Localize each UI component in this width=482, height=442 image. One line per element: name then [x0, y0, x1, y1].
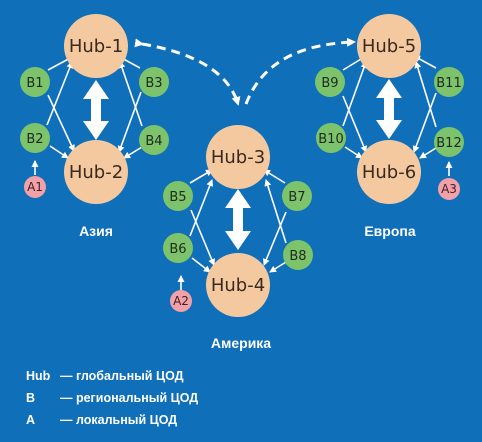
legend-key: B	[26, 391, 35, 405]
regional-node: B5	[163, 181, 193, 211]
regional-node: B9	[315, 67, 345, 97]
regional-label: B7	[288, 190, 305, 205]
regional-node: B12	[434, 127, 464, 157]
local-label: A3	[441, 182, 457, 196]
regional-node: B11	[434, 67, 464, 97]
local-node: A2	[170, 290, 192, 312]
regional-label: B11	[436, 76, 461, 91]
regional-label: B8	[289, 249, 306, 264]
regional-label: B2	[26, 132, 43, 147]
regional-node: B1	[20, 67, 50, 97]
legend-desc: — региональный ЦОД	[60, 391, 198, 405]
regional-label: B12	[436, 136, 461, 151]
link-hub5-hub6	[376, 79, 402, 139]
hub-node: Hub-4	[206, 253, 270, 317]
hub-node: Hub-1	[64, 14, 128, 78]
regional-node: B2	[20, 123, 50, 153]
hub-label: Hub-5	[362, 36, 416, 57]
regional-node: B4	[139, 125, 169, 155]
region-label-asia: Азия	[79, 223, 113, 239]
legend-key: A	[26, 413, 35, 427]
regional-label: B5	[169, 190, 186, 205]
local-label: A2	[173, 294, 189, 308]
hub-node: Hub-6	[357, 140, 421, 204]
regional-node: B3	[139, 67, 169, 97]
local-node: A1	[24, 176, 46, 198]
legend-desc: — глобальный ЦОД	[60, 369, 184, 383]
hub-label: Hub-6	[362, 162, 416, 183]
link-hub1-hub2	[83, 80, 109, 140]
legend-desc: — локальный ЦОД	[60, 413, 177, 427]
hub-node: Hub-3	[206, 125, 270, 189]
regional-label: B6	[169, 242, 186, 257]
region-label-europe: Европа	[364, 223, 416, 239]
regional-nodes: B1 B2 B3 B4 B5 B6 B7 B8 B9 B10 B11 B12	[20, 67, 464, 270]
regional-node: B6	[163, 233, 193, 263]
region-label-america: Америка	[211, 335, 271, 351]
regional-node: B7	[282, 181, 312, 211]
legend-key: Hub	[26, 369, 51, 383]
hub-node: Hub-5	[357, 14, 421, 78]
regional-label: B10	[318, 132, 343, 147]
regional-node: B10	[316, 123, 346, 153]
hub-nodes: Hub-1 Hub-2 Hub-3 Hub-4 Hub-5 Hub-6	[64, 14, 421, 317]
local-node: A3	[438, 178, 460, 200]
hub-label: Hub-3	[211, 147, 265, 168]
hub-label: Hub-2	[69, 162, 123, 183]
inter-hub-links	[134, 37, 356, 106]
hub-label: Hub-1	[69, 36, 123, 57]
local-nodes: A1 A2 A3	[24, 176, 460, 312]
legend: Hub — глобальный ЦОД B — региональный ЦО…	[26, 369, 198, 427]
regional-label: B9	[321, 76, 338, 91]
hub-node: Hub-2	[64, 140, 128, 204]
regional-node: B8	[283, 240, 313, 270]
link-hub1-hub3	[134, 38, 241, 106]
link-hub3-hub4	[225, 189, 251, 250]
regional-label: B1	[26, 76, 43, 91]
link-hub3-hub5	[244, 37, 356, 105]
hub-pair-links	[83, 79, 402, 250]
regional-label: B3	[145, 76, 162, 91]
america-links	[177, 169, 287, 290]
local-label: A1	[27, 180, 43, 194]
hub-label: Hub-4	[211, 275, 265, 296]
regional-label: B4	[145, 134, 162, 149]
